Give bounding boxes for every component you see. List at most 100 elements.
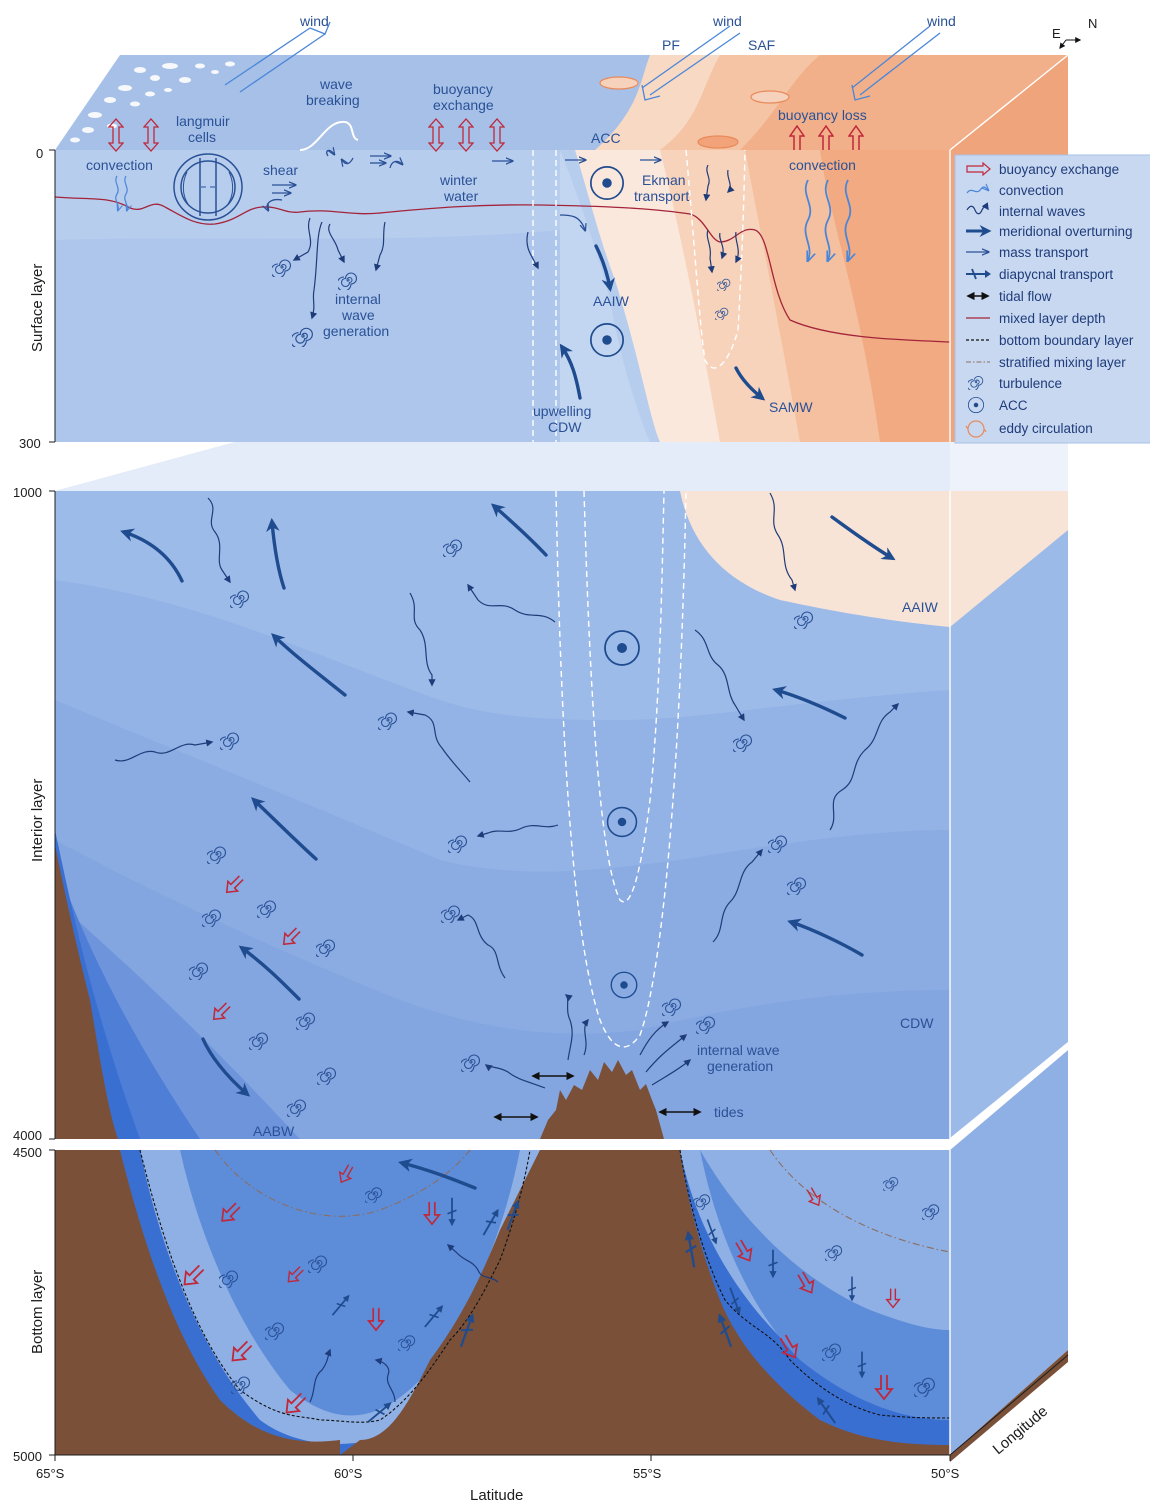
internal-wave-gen-label-3: generation [323,323,389,339]
internal-waves-ridge [484,994,692,1089]
legend-label: eddy circulation [999,421,1093,436]
eddy-circulation-icon [965,420,987,438]
buoyancy-exchange-label-1: buoyancy [433,81,493,97]
convection-label-right: convection [789,157,856,173]
eddy-ellipse [599,76,639,90]
wave-breaking-label-1: wave [319,76,353,92]
buoyancy-loss-label: buoyancy loss [778,107,867,123]
lat-tick: 65°S [36,1466,65,1481]
surface-layer-label: Surface layer [29,264,46,352]
legend-label: mixed layer depth [999,311,1106,326]
legend-label: buoyancy exchange [999,162,1119,177]
winter-water-label-1: winter [439,172,478,188]
cdw-label: CDW [900,1015,934,1031]
wind-arrow-right [851,25,941,101]
wind-label-left: wind [299,13,329,29]
pf-label: PF [662,37,680,53]
tidal-flow-arrows [493,1071,702,1122]
buoyancy-exchange-label-2: exchange [433,97,494,113]
legend-label: tidal flow [999,289,1052,304]
legend-label: convection [999,183,1064,198]
front-boundary-saf [685,149,746,369]
meridional-overturning-aaiw [594,244,615,293]
orientation-n: N [1088,16,1097,31]
stratified-mixing-layer-right [769,1149,951,1253]
aaiw-label-surface: AAIW [593,293,630,309]
legend-box [954,154,1150,444]
depth-tick: 5000 [13,1449,42,1464]
acc-surface-label: ACC [591,130,621,146]
mixed-layer-depth-line [54,196,951,343]
interior-layer-label: Interior layer [29,779,46,862]
wind-arrow-center [641,25,741,101]
shear-arrows [267,185,295,210]
convection-icon [966,187,988,194]
legend-label: stratified mixing layer [999,355,1126,370]
lat-tick: 50°S [931,1466,960,1481]
legend-label: diapycnal transport [999,267,1113,282]
internal-waves-surface [292,164,742,320]
orientation-indicator: E N [1052,16,1097,49]
sea-ice-floes [70,61,235,143]
meridional-overturning-samw [734,366,766,401]
bottom-layer-front [55,1149,951,1455]
latitude-axis [54,1354,1069,1461]
depth-tick: 1000 [13,485,42,500]
latitude-tick-labels: 65°S 60°S 55°S 50°S [36,1466,960,1481]
wave-breaking-turbulence-arrows [326,150,660,230]
sea-surface-top [55,55,1068,150]
internal-waves-interior [114,492,900,979]
legend-label: bottom boundary layer [999,333,1134,348]
meridional-overturning-interior [120,503,896,1190]
diapycnal-transport-icon [966,268,991,280]
wind-label-right: wind [926,13,956,29]
wave-breaking-label-2: breaking [306,92,360,108]
iwg-deep-label-2: generation [707,1058,773,1074]
legend: buoyancy exchange convection internal wa… [954,154,1150,444]
legend-label: meridional overturning [999,224,1133,239]
upwelling-label-2: CDW [548,419,582,435]
legend-label: internal waves [999,204,1086,219]
iwg-deep-label-1: internal wave [697,1042,780,1058]
eddy-ellipse [697,135,739,149]
seafloor-ridge [540,1060,664,1139]
langmuir-label-1: langmuir [176,113,230,129]
box-outlines [949,54,1069,1455]
upwelling-label-1: upwelling [533,403,591,419]
seafloor-continental-slope [55,845,118,1139]
saf-label: SAF [748,37,775,53]
depth-tick: 4500 [13,1145,42,1160]
aaiw-interior-label: AAIW [902,599,939,615]
eddy-ellipse [750,90,790,104]
internal-wave-gen-label-2: wave [341,307,375,323]
convection-label-left: convection [86,157,153,173]
convection-arrows-right [804,179,850,260]
legend-labels: buoyancy exchange convection internal wa… [999,162,1134,436]
depth-gap-band [55,442,1068,530]
samw-label: SAMW [769,399,813,415]
acc-dashed-loop [555,490,687,1048]
internal-waves-icon [966,202,989,215]
depth-tick: 0 [36,146,43,161]
internal-wave-gen-label-1: internal [335,291,381,307]
ekman-label-1: Ekman [642,172,686,188]
latitude-axis-title: Latitude [470,1487,523,1504]
depth-tick-labels: 0 300 1000 4000 4500 5000 [13,146,43,1464]
buoyancy-exchange-icon [966,161,991,177]
layer-labels: Surface layer Interior layer Bottom laye… [29,264,46,1354]
orientation-e: E [1052,26,1061,41]
aabw-label: AABW [253,1123,295,1139]
lat-tick: 60°S [334,1466,363,1481]
wind-arrow-left [224,21,331,93]
surface-layer-front [54,149,951,442]
bottom-layer-label: Bottom layer [29,1270,46,1354]
depth-axis [49,149,56,1456]
convection-arrows-left [115,175,128,210]
shear-label: shear [263,162,298,178]
acc-dashed-loop-inner [583,490,665,903]
legend-label: ACC [999,398,1028,413]
depth-tick: 300 [19,436,41,451]
legend-label: turbulence [999,376,1062,391]
bottom-boundary-layer-right [679,1149,951,1419]
internal-waves-bottom [309,1244,499,1403]
